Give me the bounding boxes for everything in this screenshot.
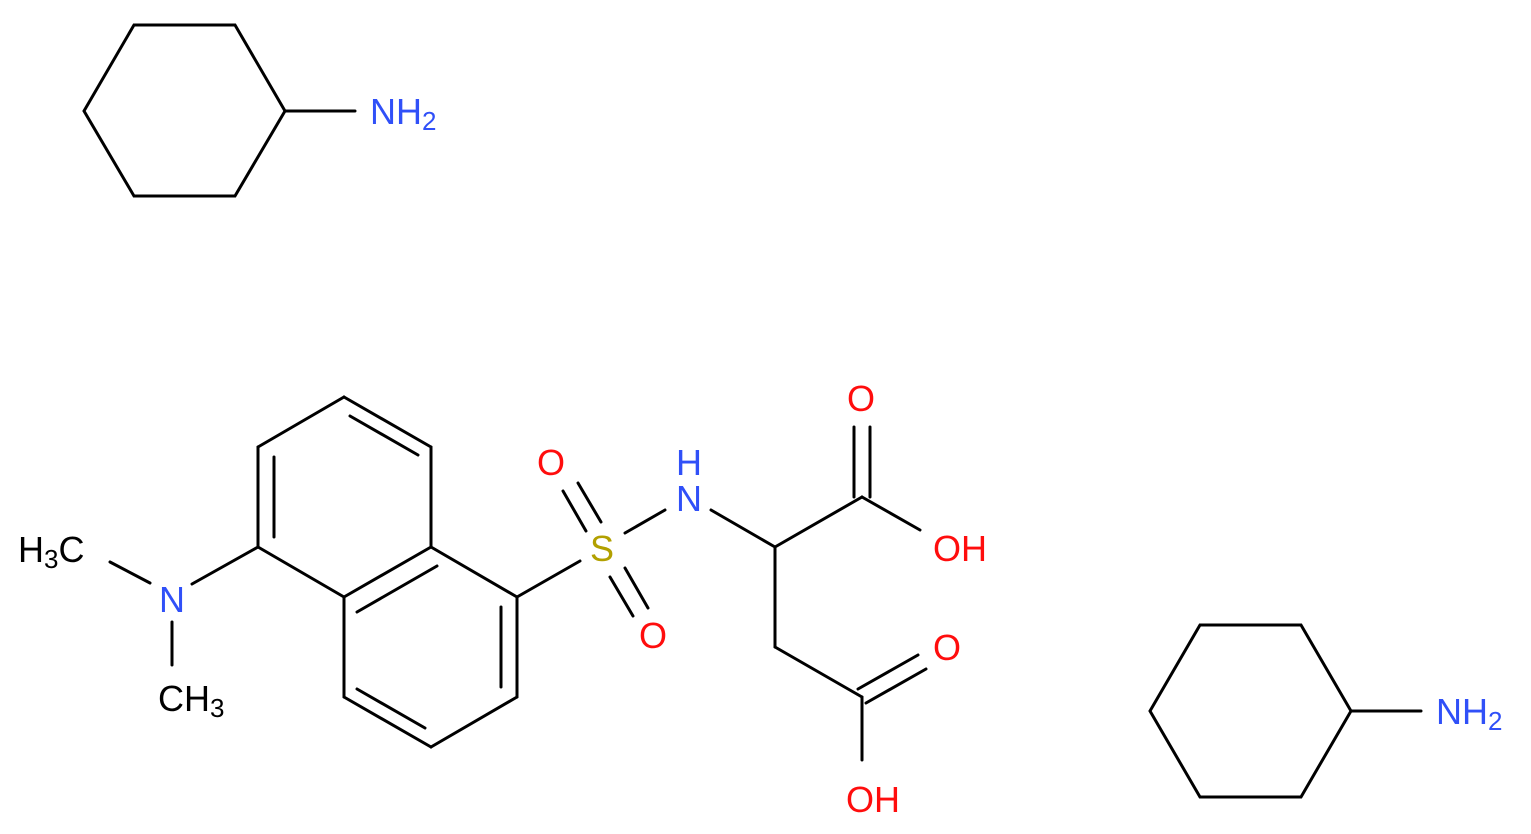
acid1-hydroxyl-label: OH (933, 528, 987, 569)
s-o-top-bond-b (576, 481, 603, 524)
cyclohexylamine-bottom: NH2 (1148, 623, 1502, 799)
methyl-bottom-label: CH3 (158, 678, 224, 723)
s-o-bottom-bond-b (623, 566, 650, 610)
sulfur-label: S (590, 528, 614, 569)
ring-n-bond (190, 545, 260, 586)
s-o-bottom-bond-a (608, 575, 635, 618)
c1-oh-bond (860, 495, 922, 532)
acid2-hydroxyl-label: OH (846, 779, 900, 820)
calpha-c1-bond (773, 495, 864, 549)
cyclohexylamine-top: NH2 (82, 23, 436, 198)
sulfonamide-n-label: N (676, 478, 702, 519)
amine-group: NH2 (1436, 691, 1502, 736)
s-n-bond (623, 508, 667, 535)
sulfonyl-o-bottom-label: O (639, 615, 667, 656)
naphthalene-ring-right (342, 545, 519, 749)
cyclohexane-ring (1148, 623, 1353, 799)
c2-o-double-b (864, 667, 928, 705)
acid2-carbonyl-o-label: O (933, 627, 961, 668)
dansyl-aspartic-acid: H3C N CH3 S O O H N O OH O OH (18, 378, 987, 820)
cyclohexane-ring (82, 23, 287, 198)
n-calpha-bond (709, 508, 777, 549)
sulfonyl-o-top-label: O (537, 442, 565, 483)
amine-group: NH2 (370, 91, 436, 136)
dimethyl-nitrogen-label: N (159, 579, 185, 620)
methyl-top-label: H3C (18, 529, 84, 574)
sulfonamide-h-label: H (676, 442, 702, 483)
n-methyl-top-bond (108, 560, 152, 585)
c2-o-double-a (856, 653, 920, 691)
ring-s-bond (515, 559, 582, 599)
s-o-top-bond-a (561, 489, 588, 533)
cbeta-c2-bond (773, 645, 864, 699)
naphthalene-ring-left (256, 395, 433, 599)
acid1-carbonyl-o-label: O (847, 378, 875, 419)
